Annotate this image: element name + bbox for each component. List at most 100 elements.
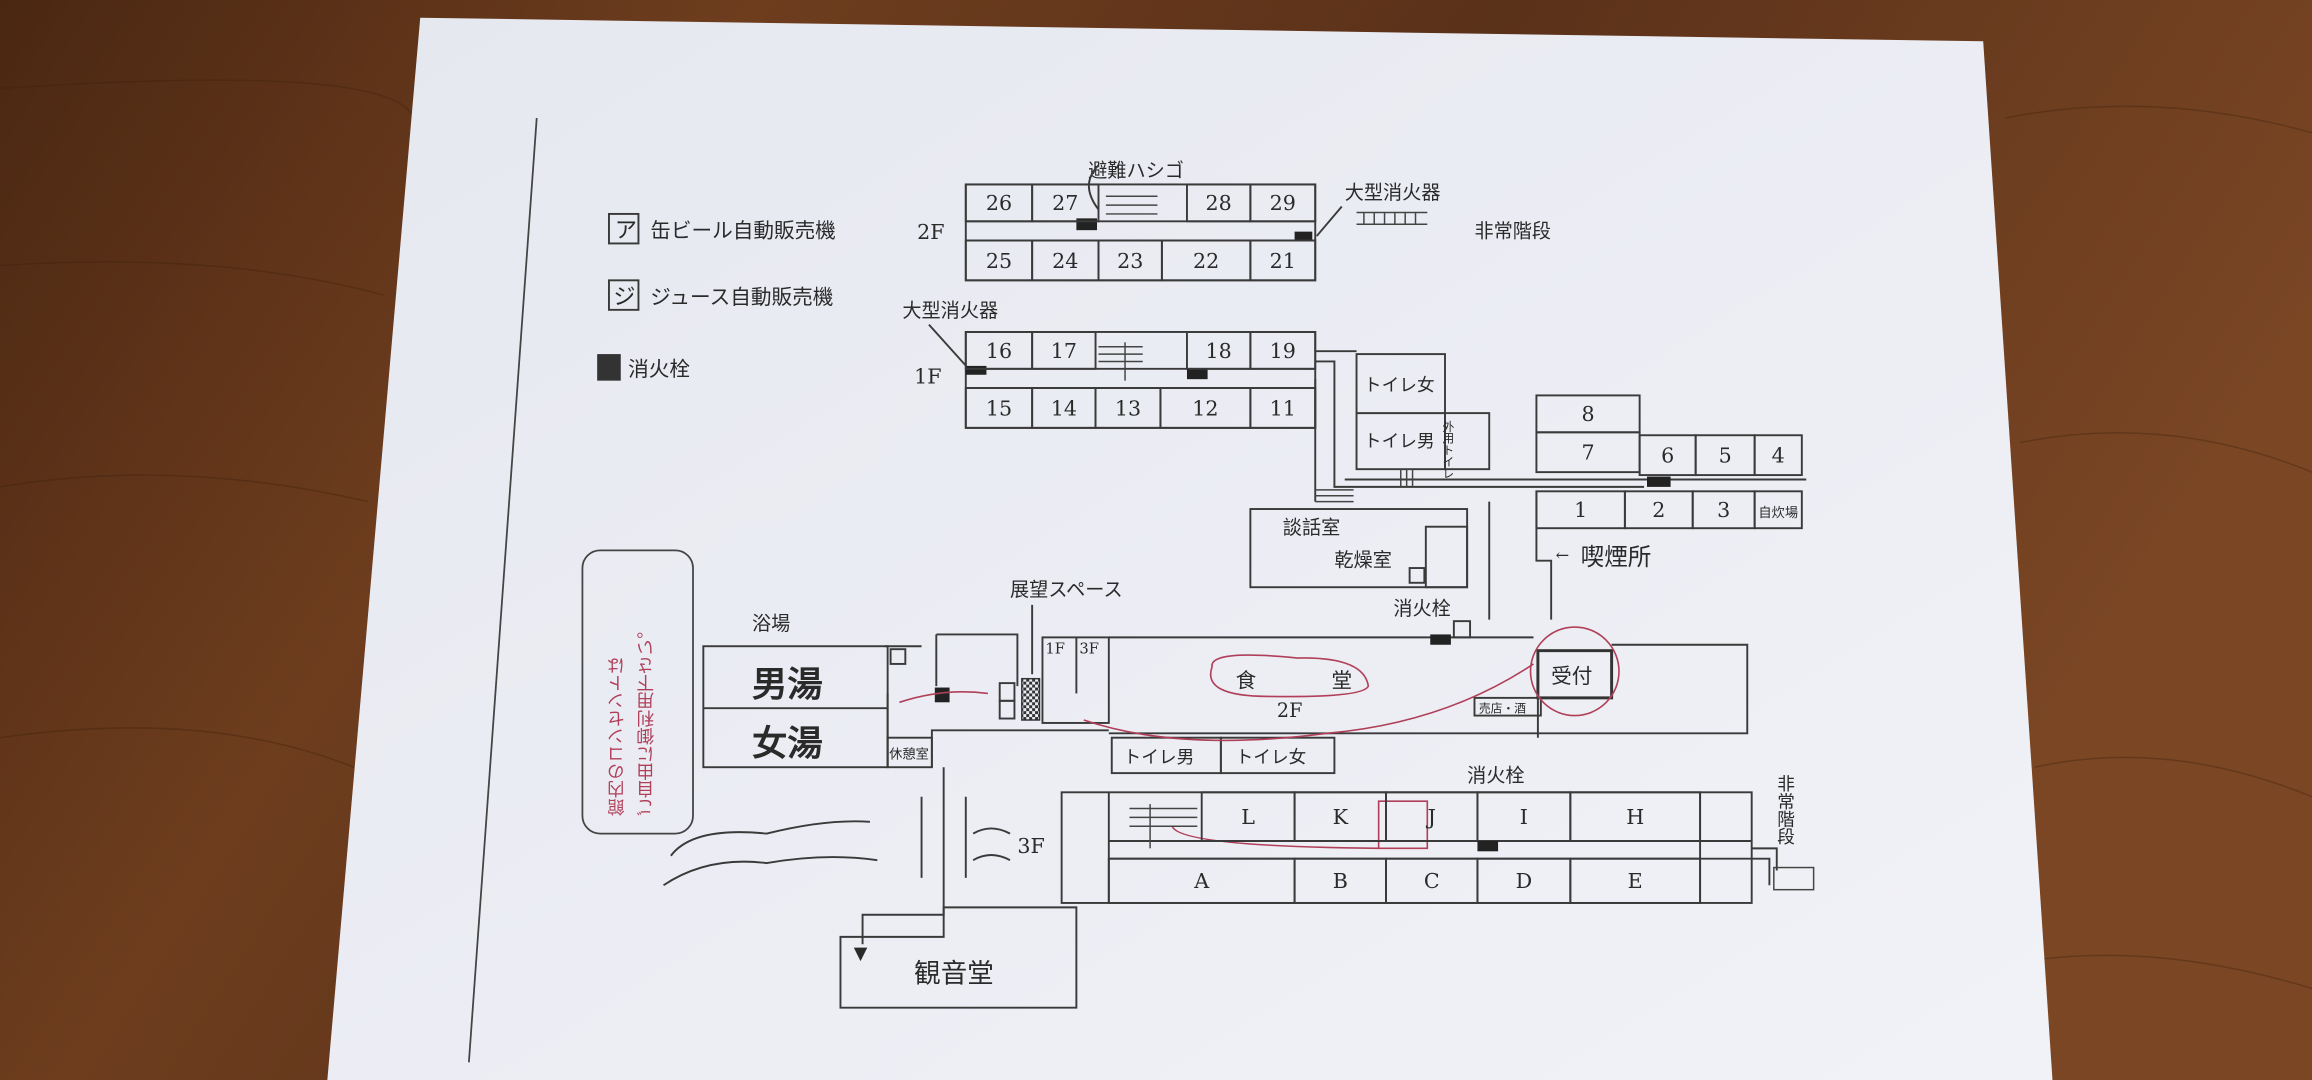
emergency-stairs-label: 非常階段: [1774, 774, 1795, 845]
juice-vending-icon: ジ: [613, 284, 635, 310]
paper-sheet: [327, 17, 2053, 1080]
emergency-stairs-label: 非常階段: [1474, 220, 1551, 243]
observation-space-label: 展望スペース: [1010, 578, 1123, 601]
drying-room-label: 乾燥室: [1334, 549, 1391, 572]
floor-label-3f: 3F: [1017, 834, 1044, 858]
hydrant-icon: [1477, 840, 1499, 852]
room-label: 11: [1270, 396, 1296, 420]
lounge-label: 談話室: [1283, 516, 1340, 539]
observation-space-checker: [1021, 677, 1041, 721]
room-label: D: [1516, 869, 1533, 893]
room: [1569, 857, 1702, 904]
room-label: L: [1241, 805, 1255, 829]
reception-label: 受付: [1551, 664, 1592, 688]
room-label: C: [1424, 869, 1440, 893]
hydrant-icon: [965, 365, 987, 375]
outlet-note: 館内のコンセントは ご自由に御利用下さい。: [581, 549, 694, 835]
pen-annotation: [1171, 800, 1429, 850]
stairs-icon: [1098, 342, 1143, 381]
room-label: 18: [1206, 339, 1232, 363]
room-label: 17: [1051, 339, 1077, 363]
room-label: 12: [1192, 396, 1218, 420]
hydrant-icon: [1186, 368, 1208, 380]
pen-annotation: [1209, 654, 1370, 698]
main-2f: 浴場 男湯 女湯 休憩室 展望スペース 1F 3F 受付 売店・酒 消火栓 食 …: [702, 578, 1749, 850]
beer-vending-icon: ア: [615, 218, 637, 244]
legend-beer-label: 缶ビール自動販売機: [650, 219, 836, 243]
hydrant-icon: [934, 687, 950, 703]
legend: ア 缶ビール自動販売機 ジ ジュース自動販売機 消火栓: [597, 212, 836, 381]
room-label: 19: [1270, 339, 1296, 363]
smoking-area-label: 喫煙所: [1581, 543, 1652, 571]
stairs-icon: [1129, 804, 1198, 849]
note-line-2: ご自由に御利用下さい。: [636, 621, 657, 816]
room-label: 3: [1717, 498, 1730, 522]
room: [1753, 490, 1803, 530]
hydrant-label: 消火栓: [1467, 764, 1524, 787]
hydrant-label: 消火栓: [1393, 597, 1450, 620]
toilet-women: トイレ女: [1364, 375, 1435, 396]
room-label: 14: [1051, 396, 1077, 420]
bath-area-label: 浴場: [752, 612, 790, 635]
room-label: 28: [1206, 191, 1232, 215]
extinguisher-label: 大型消火器: [1345, 181, 1441, 204]
toilet-men: トイレ男: [1364, 432, 1435, 452]
room-label: 4: [1772, 444, 1785, 468]
room-label: B: [1333, 869, 1348, 893]
hydrant-icon: [1076, 218, 1098, 231]
room-label: 25: [986, 249, 1012, 273]
room: [1031, 331, 1097, 370]
toilet-outside: 外用トイレ: [1441, 420, 1455, 479]
outside: ▼ 観音堂: [662, 767, 1078, 1009]
room-label: 15: [986, 396, 1012, 420]
dining-hall-label-2: 堂: [1331, 669, 1352, 693]
arrow-icon: ←: [1556, 546, 1570, 565]
room: [1249, 183, 1317, 223]
room-label: 24: [1052, 249, 1078, 273]
room-label: I: [1520, 805, 1528, 829]
room-label: E: [1628, 869, 1643, 893]
dining-hall-label: 食: [1236, 669, 1257, 693]
room-label: 自炊場: [1758, 505, 1798, 521]
room-label: 13: [1115, 396, 1141, 420]
room: [1031, 183, 1100, 223]
stairs-to-1f: 1F: [1045, 641, 1065, 658]
hydrant-icon: [1430, 634, 1451, 645]
room-label: H: [1626, 805, 1644, 829]
floor-label-2f: 2F: [1277, 699, 1302, 722]
toilet-women: トイレ女: [1236, 747, 1307, 768]
room-label: A: [1193, 869, 1210, 893]
arrow-down-icon: ▼: [854, 944, 868, 964]
room-label: 23: [1117, 249, 1143, 273]
hydrant-icon: [1294, 231, 1313, 241]
wood-grain: [0, 79, 2312, 990]
emergency-stairs-icon: [1773, 866, 1815, 891]
room-label: 27: [1052, 191, 1078, 215]
room-label: 26: [986, 191, 1012, 215]
pen-annotation: [899, 663, 1534, 742]
margin-line: [468, 117, 538, 1063]
reception: [1536, 649, 1614, 700]
hydrant-icon: [597, 354, 621, 381]
kannondo-label: 観音堂: [914, 959, 994, 990]
room-label: 16: [986, 339, 1012, 363]
note-line-1: 館内のコンセントは: [607, 657, 628, 817]
room-label: J: [1426, 805, 1436, 829]
legend-hydrant-label: 消火栓: [628, 357, 690, 381]
room-label: 7: [1581, 441, 1594, 465]
room: [1249, 239, 1317, 282]
room-label: 21: [1270, 249, 1296, 273]
stairs-icon: [1315, 469, 1414, 503]
room-label: 29: [1270, 191, 1296, 215]
room-label: 2: [1652, 498, 1665, 522]
extinguisher-label: 大型消火器: [902, 299, 998, 322]
room: [1569, 791, 1702, 842]
room-label: 1: [1574, 498, 1587, 522]
room-label: 22: [1193, 249, 1219, 273]
emergency-stairs-icon: [1356, 211, 1428, 225]
room-label: 8: [1581, 402, 1594, 426]
